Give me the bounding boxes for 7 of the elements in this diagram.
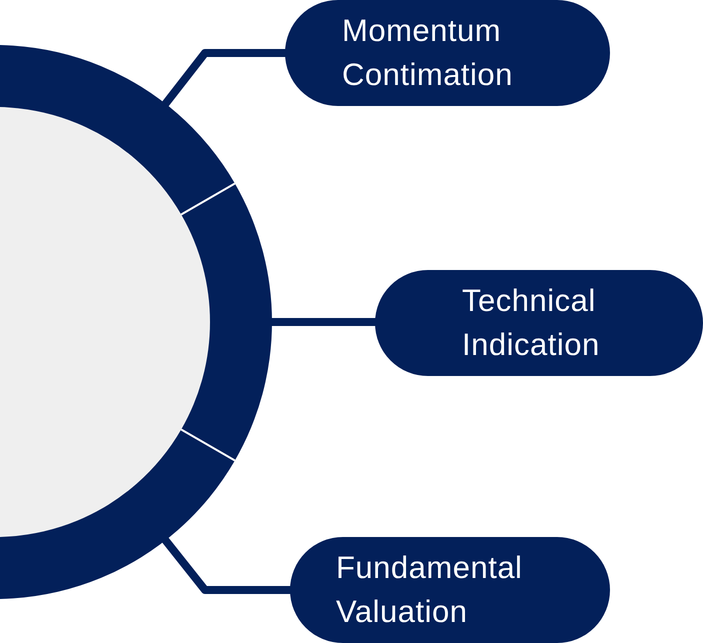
connector-line [161, 536, 292, 594]
label-pill [375, 270, 703, 376]
pill-text: Technical Indication [462, 282, 601, 364]
pill-text: Momentum Contimation [342, 12, 514, 94]
connector-line [161, 49, 287, 108]
connector-line [270, 318, 377, 326]
pill-text: Fundamental Valuation [336, 549, 524, 631]
